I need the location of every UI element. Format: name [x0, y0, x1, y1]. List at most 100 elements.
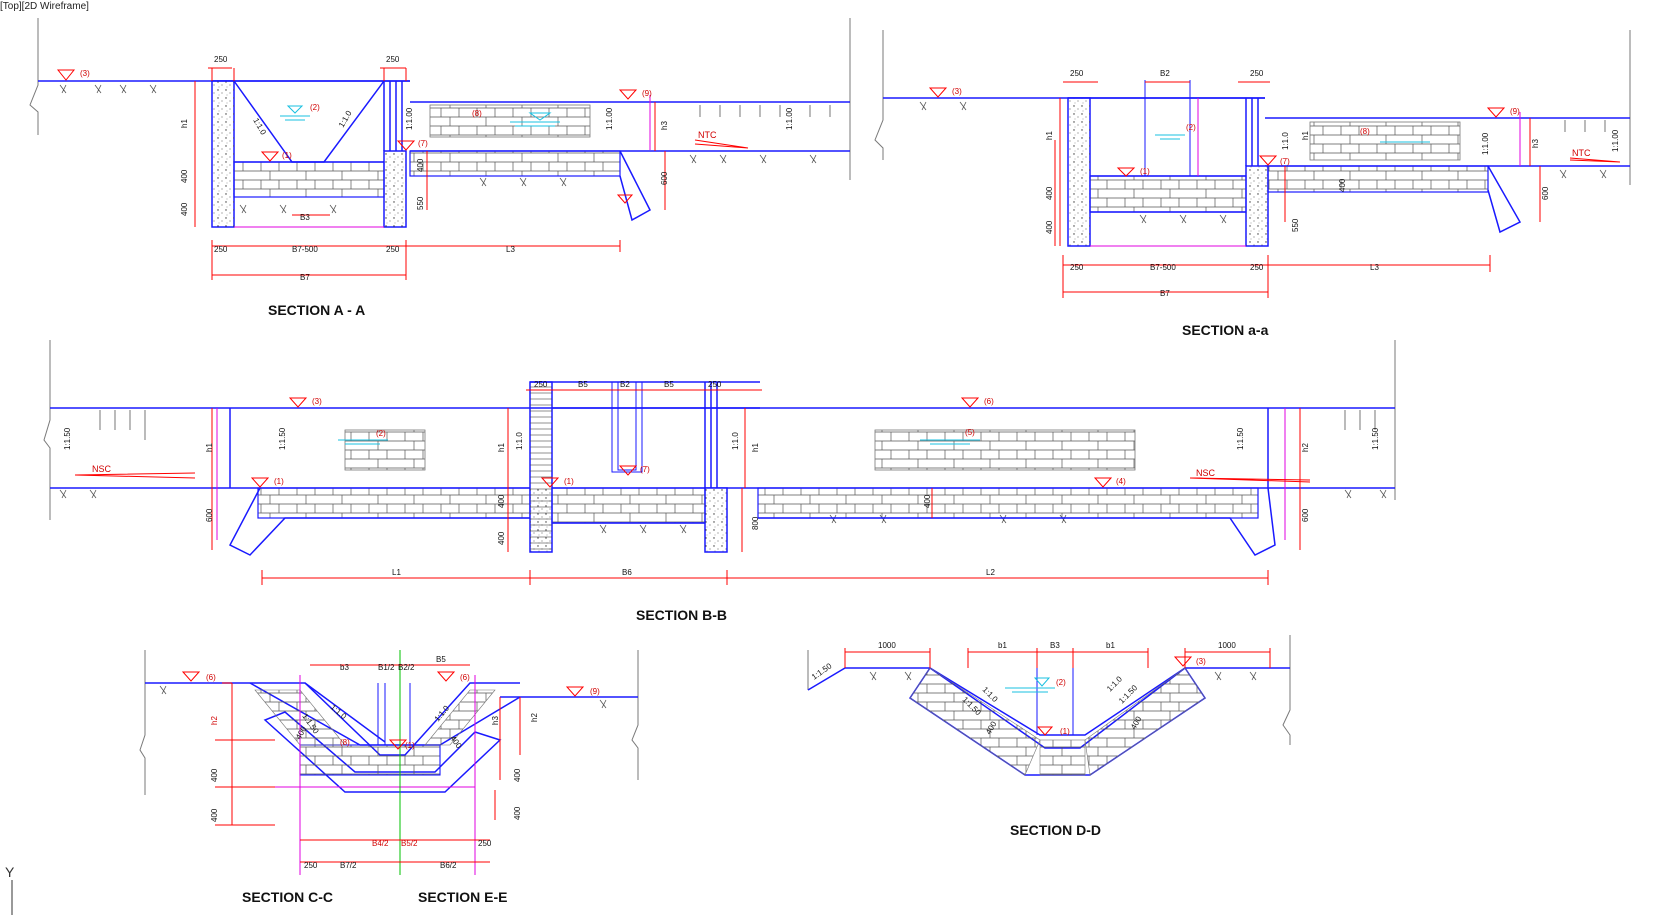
dim-400-bb-1: 400: [497, 494, 506, 508]
section-a2: 250 250 B2 250 250 B7-500 B7 L3 h1 h1 h3…: [874, 30, 1631, 338]
dim-250-a2-3: 250: [1070, 263, 1084, 272]
slope-bb-6: 1:1.50: [1371, 427, 1380, 450]
tag-6-cc-1: (6): [206, 673, 216, 682]
ucs-icon: Y: [5, 864, 15, 915]
dim-400-bb-3: 400: [923, 494, 932, 508]
dim-l2-bb: L2: [986, 568, 995, 577]
dim-400-cc-3: 400: [513, 768, 522, 782]
dim-b3-aa: B3: [300, 213, 310, 222]
tag-2-a2: (2): [1186, 123, 1196, 132]
dim-400-aa3: 400: [416, 158, 425, 172]
dim-b6-bb: B6: [622, 568, 632, 577]
dim-b7-aa: B7: [300, 273, 310, 282]
tag-1-aa: (1): [282, 151, 292, 160]
slope-dd-4: 1:1.0: [1105, 674, 1124, 693]
tag-7-bb: (7): [640, 465, 650, 474]
tag-6-bb: (6): [984, 397, 994, 406]
dim-h3-cc: h3: [491, 716, 500, 725]
dim-600-bb-1: 600: [205, 508, 214, 522]
tag-1-bb-1: (1): [274, 477, 284, 486]
slope-bb-2: 1:1.50: [278, 427, 287, 450]
dim-b2-bb: B2: [620, 380, 630, 389]
ntc-label-aa: NTC: [698, 130, 717, 140]
title-section-cc: SECTION C-C: [242, 889, 333, 905]
section-bb: 250 B5 B2 B5 250 L1 B6 L2 h1 h1 h1 h2 60…: [43, 340, 1396, 623]
dim-h2-cc-1: h2: [210, 716, 219, 725]
ucs-y-label: Y: [5, 864, 15, 880]
ntc-label-a2: NTC: [1572, 148, 1591, 158]
dim-b5-bb-1: B5: [578, 380, 588, 389]
dim-h1b-a2: h1: [1301, 131, 1310, 140]
slope-aa-5: 1:1.00: [785, 107, 794, 130]
dim-400-aa2: 400: [180, 202, 189, 216]
tag-8-a2: (8): [1360, 127, 1370, 136]
tag-7-aa: (7): [418, 139, 428, 148]
dim-b7-a2: B7: [1160, 289, 1170, 298]
dim-250-a2-4: 250: [1250, 263, 1264, 272]
dim-b5-cc: B5: [436, 655, 446, 664]
dim-400-aa1: 400: [180, 169, 189, 183]
dim-550-aa: 550: [416, 196, 425, 210]
tag-3-dd: (3): [1196, 657, 1206, 666]
tag-6-cc-2: (6): [460, 673, 470, 682]
tag-1-dd: (1): [1060, 727, 1070, 736]
dim-250-a3: 250: [214, 245, 228, 254]
tag-3-a2: (3): [952, 87, 962, 96]
dim-600-a2: 600: [1541, 186, 1550, 200]
dim-b1-dd-2: b1: [1106, 641, 1115, 650]
dim-b1-2-cc: B1/2: [378, 663, 395, 672]
title-section-a2: SECTION a-a: [1182, 322, 1269, 338]
section-cc-ee: b3 B1/2 B2/2 B5 h2 h2 h3 400 400 400 400…: [139, 650, 639, 905]
dim-250-a2-1: 250: [1070, 69, 1084, 78]
dim-400-cc-6: 400: [448, 734, 463, 751]
slope-bb-4: 1:1.0: [731, 432, 740, 450]
tag-2-aa: (2): [310, 103, 320, 112]
dim-h1-bb-1: h1: [205, 443, 214, 452]
section-aa: 250 250 250 250 B7-500 B7 B3 L3 h1 h3 40…: [29, 18, 851, 318]
dim-b3-cc: b3: [340, 663, 349, 672]
slope-dd-5: 1:1.50: [1117, 683, 1139, 705]
dim-1000-dd-1: 1000: [878, 641, 896, 650]
tag-5-bb: (5): [965, 428, 975, 437]
dim-400-a2-3: 400: [1338, 178, 1347, 192]
dim-b5-2-cc: B5/2: [401, 839, 418, 848]
dim-400-bb-2: 400: [497, 531, 506, 545]
tag-9-cc: (9): [590, 687, 600, 696]
dim-b1-dd-1: b1: [998, 641, 1007, 650]
slope-a2-2: 1:1.00: [1481, 132, 1490, 155]
dim-h1-bb-2: h1: [497, 443, 506, 452]
title-section-dd: SECTION D-D: [1010, 822, 1101, 838]
dim-600-aa: 600: [660, 171, 669, 185]
dim-b2-2-cc: B2/2: [398, 663, 415, 672]
nsc-label-bb-1: NSC: [92, 464, 112, 474]
dim-250-a2-2: 250: [1250, 69, 1264, 78]
viewport-label[interactable]: [Top][2D Wireframe]: [0, 1, 89, 12]
tag-1-cc: (1): [405, 741, 415, 750]
dim-250-a1: 250: [214, 55, 228, 64]
tag-1-bb-2: (1): [564, 477, 574, 486]
dim-250-cc-2: 250: [478, 839, 492, 848]
dim-h3-a2: h3: [1531, 139, 1540, 148]
dim-400-cc-4: 400: [513, 806, 522, 820]
dim-b2-a2: B2: [1160, 69, 1170, 78]
slope-cc-1: 1:1.0: [329, 703, 349, 722]
slope-a2-3: 1:1.00: [1611, 129, 1620, 152]
slope-bb-3: 1:1.0: [515, 432, 524, 450]
dim-b3-dd: B3: [1050, 641, 1060, 650]
tag-9-aa: (9): [642, 89, 652, 98]
tag-8-cc: (8): [340, 738, 350, 747]
dim-b7-500-aa: B7-500: [292, 245, 318, 254]
dim-400-cc-2: 400: [210, 808, 219, 822]
left-wall-fill-aa: [212, 81, 234, 227]
ground-marks-aa: [59, 84, 831, 214]
dim-h2-cc-2: h2: [530, 713, 539, 722]
dim-h1-a2: h1: [1045, 131, 1054, 140]
tag-3-aa: (3): [80, 69, 90, 78]
dim-b5-bb-2: B5: [664, 380, 674, 389]
tag-9-a2: (9): [1510, 107, 1520, 116]
tag-8-aa: (8): [472, 109, 482, 118]
dim-b4-2-cc: B4/2: [372, 839, 389, 848]
tag-7-a2: (7): [1280, 157, 1290, 166]
tag-1-a2: (1): [1140, 167, 1150, 176]
